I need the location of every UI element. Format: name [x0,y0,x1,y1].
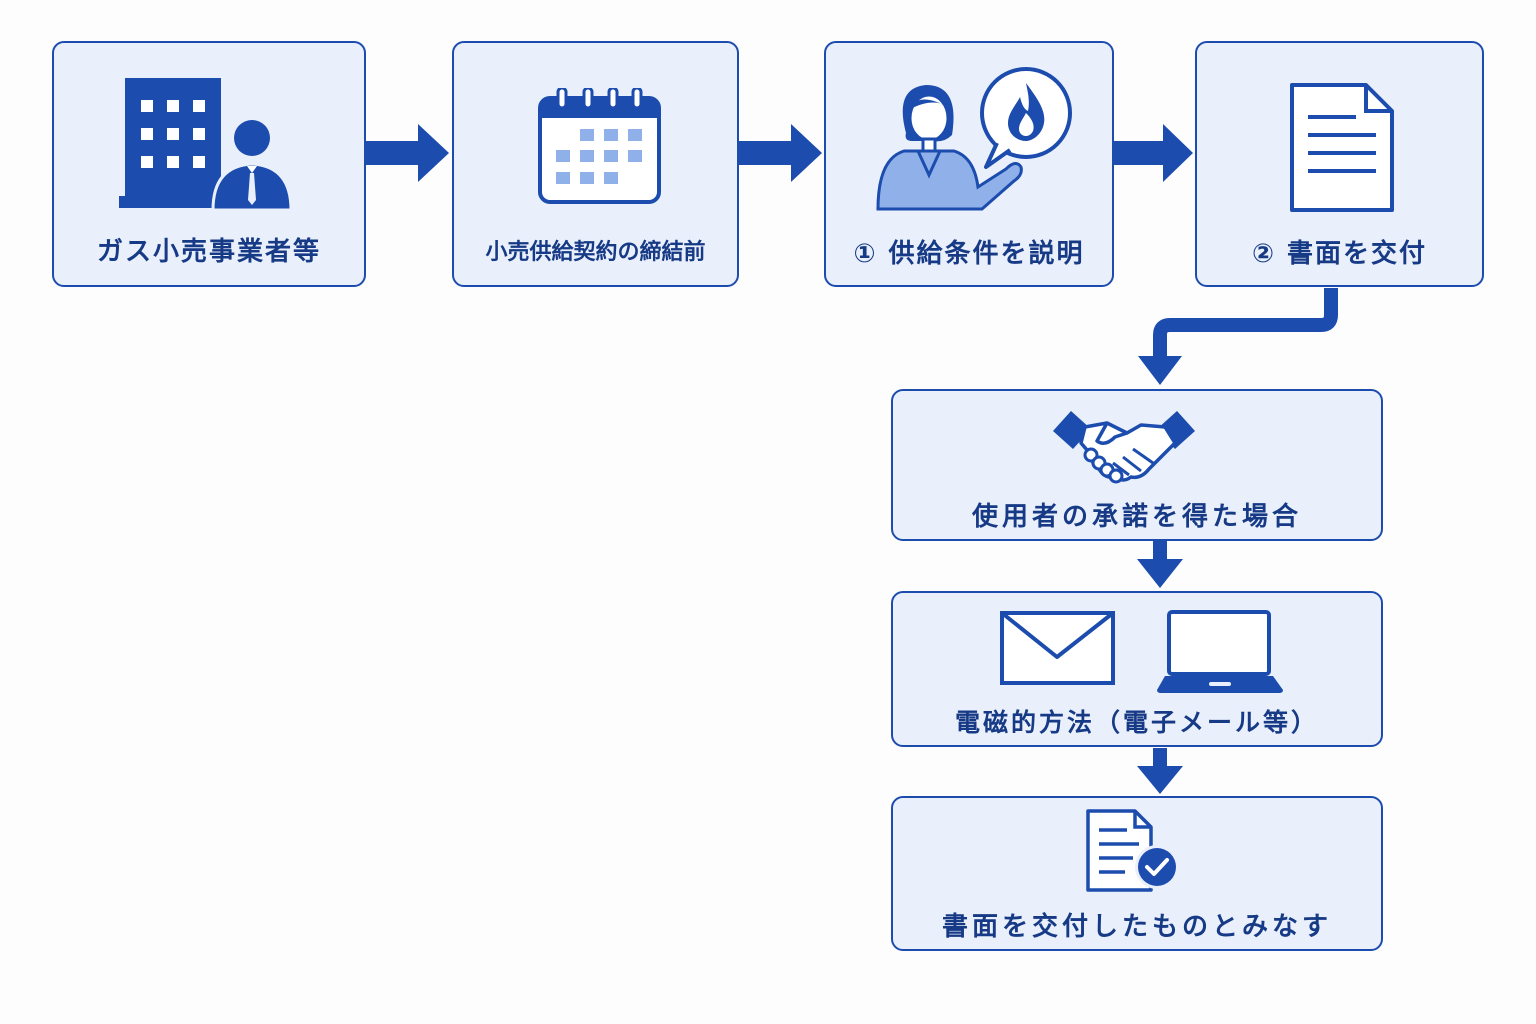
woman-explaining-gas-flame-icon [876,67,1072,211]
document-icon [1290,83,1394,212]
arrow-elbow-head [1138,356,1182,385]
flow-box-electronic-method: 電磁的方法（電子メール等） [891,591,1383,747]
document-check-icon [1086,809,1179,892]
flow-label: 使用者の承諾を得た場合 [971,502,1302,532]
arrow-right-1 [366,124,449,182]
arrow-down-1-head [1137,559,1183,588]
calendar-icon [538,88,661,204]
handshake-icon [1053,411,1195,484]
arrow-down-1-shaft [1153,541,1167,561]
step-label: ① 供給条件を説明 [853,239,1085,269]
step-label: 小売供給契約の締結前 [485,240,706,265]
step-box-before-contract: 小売供給契約の締結前 [452,41,739,287]
flow-label: 電磁的方法（電子メール等） [954,708,1319,737]
flow-box-deemed-delivered: 書面を交付したものとみなす [891,796,1383,951]
arrow-down-2-head [1137,766,1183,794]
arrow-down-2-shaft [1153,748,1167,768]
office-building-businessman-icon [119,78,293,212]
step-label: ガス小売事業者等 [96,237,321,267]
arrow-elbow-down [1153,288,1338,358]
flow-label: 書面を交付したものとみなす [941,912,1332,942]
flow-box-consent: 使用者の承諾を得た場合 [891,389,1383,541]
envelope-icon [1000,611,1115,685]
arrow-right-3 [1114,124,1193,182]
step-box-deliver-document: ② 書面を交付 [1195,41,1484,287]
laptop-icon [1157,610,1283,693]
arrow-right-2 [739,124,822,182]
step-box-explain-conditions: ① 供給条件を説明 [824,41,1114,287]
step-box-retailer: ガス小売事業者等 [52,41,366,287]
step-label: ② 書面を交付 [1251,239,1428,269]
